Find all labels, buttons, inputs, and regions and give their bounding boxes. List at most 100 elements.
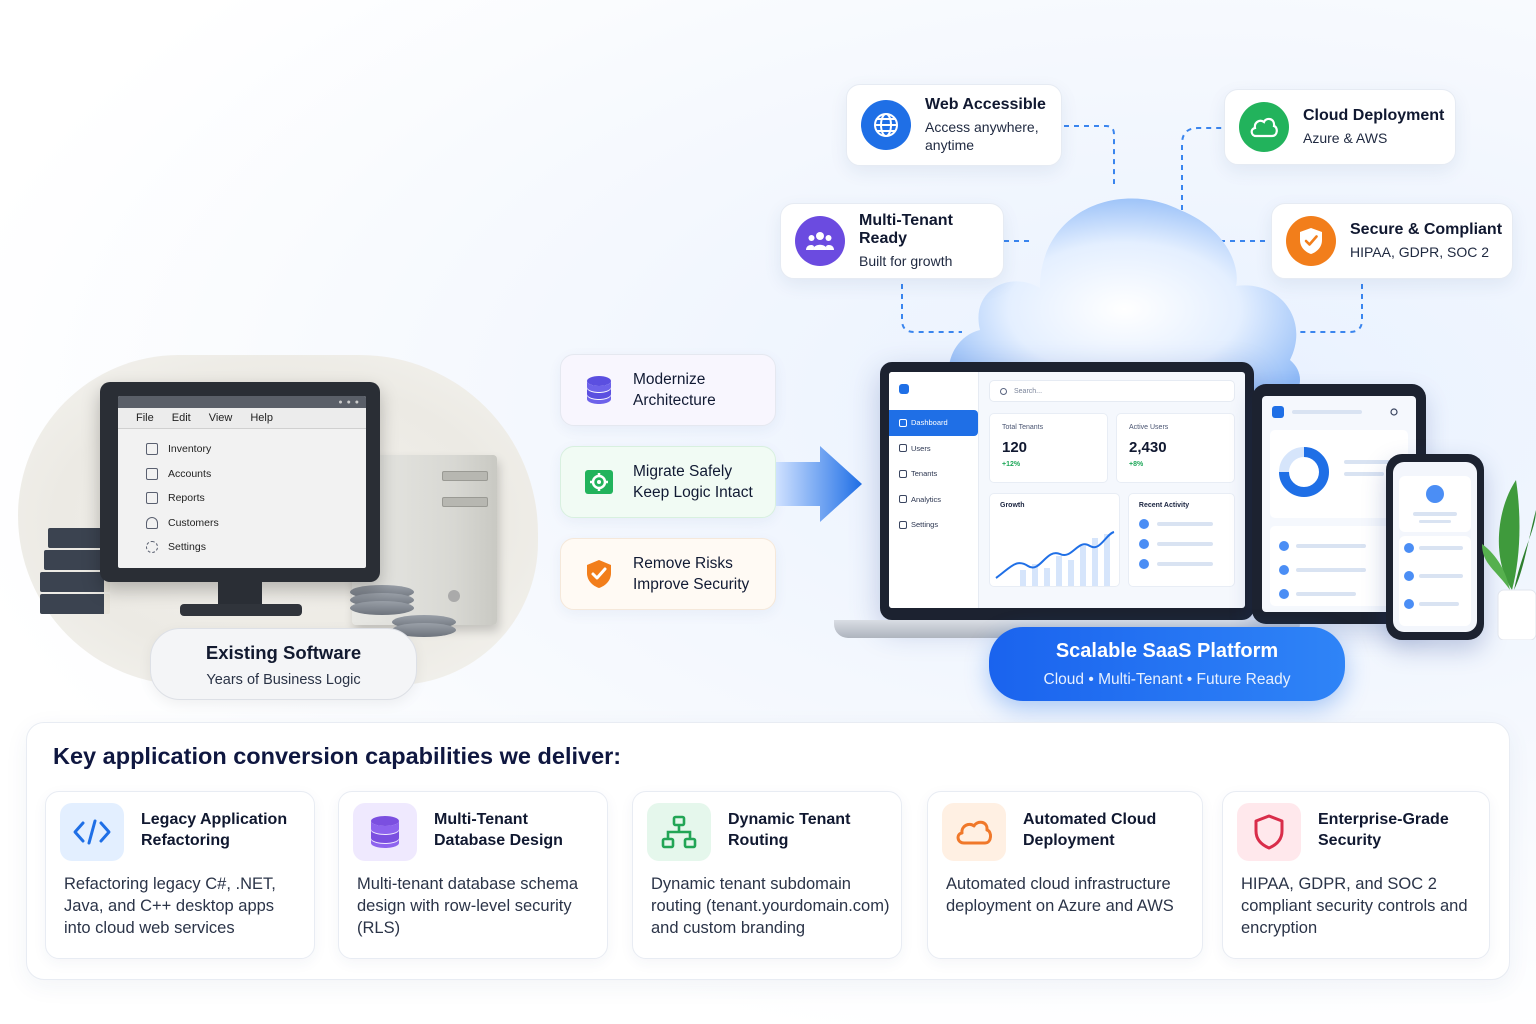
floppy-disks xyxy=(350,585,460,645)
capability-tenant-routing: Dynamic Tenant Routing Dynamic tenant su… xyxy=(632,791,902,959)
capability-db-desc: Multi-tenant database schema design with… xyxy=(357,875,579,937)
dashboard-nav-dashboard[interactable]: Dashboard xyxy=(889,410,978,436)
shield-check-icon xyxy=(587,560,611,588)
legacy-item-customers[interactable]: Customers xyxy=(146,511,366,536)
legacy-nav-list: Inventory Accounts Reports Customers Set… xyxy=(118,429,366,560)
phone-screen xyxy=(1393,462,1477,632)
feature-connectors xyxy=(901,125,1363,333)
gear-box-icon xyxy=(585,470,613,494)
stat-active-users-value: 2,430 xyxy=(1129,439,1167,456)
benefit-remove-risks-line2: Improve Security xyxy=(633,576,750,593)
activity-row xyxy=(1138,559,1234,569)
dashboard-nav-analytics[interactable]: Analytics xyxy=(889,487,978,513)
feature-secure-title: Secure & Compliant xyxy=(1350,221,1503,238)
feature-multi-tenant-title: Multi-Tenant Ready xyxy=(859,212,953,247)
legacy-item-settings[interactable]: Settings xyxy=(146,535,366,560)
existing-software-title: Existing Software xyxy=(205,642,362,663)
transition-arrow-icon xyxy=(776,446,862,522)
menu-help[interactable]: Help xyxy=(250,412,273,424)
feature-web-accessible: Web Accessible Access anywhere, anytime xyxy=(846,84,1062,166)
stat-total-tenants: Total Tenants 120 +12% xyxy=(989,413,1108,483)
capability-cloud-desc: Automated cloud infrastructure deploymen… xyxy=(946,875,1174,915)
legacy-item-reports[interactable]: Reports xyxy=(146,486,366,511)
saas-platform-title: Scalable SaaS Platform xyxy=(1055,640,1279,662)
legacy-monitor: ● ● ● File Edit View Help Inventory Acco… xyxy=(100,382,380,582)
cloud-icon xyxy=(948,198,1301,400)
activity-row xyxy=(1138,539,1234,549)
feature-multi-tenant-sub: Built for growth xyxy=(859,253,953,269)
capabilities-heading: Key application conversion capabilities … xyxy=(53,743,622,769)
plant-icon xyxy=(1482,480,1536,640)
users-icon xyxy=(795,216,845,266)
menu-view[interactable]: View xyxy=(208,412,233,424)
saas-dashboard: Dashboard Users Tenants Analytics Settin… xyxy=(889,372,1245,608)
recent-activity-panel: Recent Activity xyxy=(1127,493,1235,587)
benefit-migrate-line2: Keep Logic Intact xyxy=(633,484,753,501)
stat-total-tenants-value: 120 xyxy=(1002,439,1028,456)
feature-cloud-sub: Azure & AWS xyxy=(1303,130,1388,146)
dashboard-nav-users[interactable]: Users xyxy=(889,436,978,462)
dashboard-sidebar: Dashboard Users Tenants Analytics Settin… xyxy=(889,372,979,608)
feature-secure-sub: HIPAA, GDPR, SOC 2 xyxy=(1350,244,1489,260)
growth-label: Growth xyxy=(1000,502,1025,509)
capability-cloud-deployment: Automated Cloud Deployment Automated clo… xyxy=(927,791,1203,959)
capability-db-title: Multi-Tenant Database Design xyxy=(434,811,563,849)
stat-total-tenants-change: +12% xyxy=(1002,461,1021,468)
laptop: Dashboard Users Tenants Analytics Settin… xyxy=(880,362,1254,620)
growth-panel: Growth xyxy=(989,493,1120,587)
benefit-remove-risks-line1: Remove Risks xyxy=(633,555,733,572)
benefit-migrate-line1: Migrate Safely xyxy=(633,463,733,480)
chart-icon xyxy=(146,492,158,505)
feature-cloud-deployment: Cloud Deployment Azure & AWS xyxy=(1224,89,1456,165)
dashboard-nav-settings[interactable]: Settings xyxy=(889,512,978,538)
cloud-icon xyxy=(1239,102,1289,152)
recent-activity-label: Recent Activity xyxy=(1138,502,1190,509)
cloud-icon xyxy=(942,803,1006,861)
capability-security: Enterprise-Grade Security HIPAA, GDPR, a… xyxy=(1222,791,1490,959)
person-icon xyxy=(146,516,158,529)
capability-security-title: Enterprise-Grade Security xyxy=(1318,811,1449,849)
app-logo-icon xyxy=(899,384,909,394)
feature-cloud-title: Cloud Deployment xyxy=(1303,107,1445,124)
ledger-icon xyxy=(146,467,158,480)
box-icon xyxy=(146,443,158,456)
capability-cloud-title: Automated Cloud Deployment xyxy=(1023,811,1157,849)
capability-legacy-title: Legacy Application Refactoring xyxy=(141,811,288,849)
capability-legacy-desc: Refactoring legacy C#, .NET, Java, and C… xyxy=(64,875,276,937)
feature-web-sub: Access anywhere, anytime xyxy=(925,119,1039,153)
saas-platform-subtitle: Cloud • Multi-Tenant • Future Ready xyxy=(1043,671,1291,688)
legacy-item-inventory[interactable]: Inventory xyxy=(146,437,366,462)
benefit-modernize-line1: Modernize xyxy=(633,371,706,388)
stat-active-users-change: +8% xyxy=(1129,461,1144,468)
legacy-menu-bar: File Edit View Help xyxy=(118,408,366,429)
monitor-base xyxy=(180,604,302,616)
dashboard-nav-tenants[interactable]: Tenants xyxy=(889,461,978,487)
benefit-migrate: Migrate Safely Keep Logic Intact xyxy=(560,446,776,518)
feature-multi-tenant: Multi-Tenant Ready Built for growth xyxy=(780,203,1004,279)
capability-routing-desc: Dynamic tenant subdomain routing (tenant… xyxy=(651,875,890,937)
stat-total-tenants-label: Total Tenants xyxy=(1002,424,1044,431)
database-icon xyxy=(353,803,417,861)
menu-file[interactable]: File xyxy=(136,412,154,424)
dashboard-search-input[interactable]: Search... xyxy=(989,380,1235,402)
sitemap-icon xyxy=(647,803,711,861)
activity-row xyxy=(1138,519,1234,529)
benefit-modernize-line2: Architecture xyxy=(633,392,716,409)
existing-software-label: Existing Software Years of Business Logi… xyxy=(150,628,417,700)
code-icon xyxy=(60,803,124,861)
stat-active-users-label: Active Users xyxy=(1129,424,1169,431)
legacy-item-accounts[interactable]: Accounts xyxy=(146,462,366,487)
globe-icon xyxy=(861,100,911,150)
phone xyxy=(1386,454,1484,640)
shield-icon xyxy=(1237,803,1301,861)
menu-edit[interactable]: Edit xyxy=(171,412,191,424)
growth-chart xyxy=(995,531,1115,586)
stat-active-users: Active Users 2,430 +8% xyxy=(1116,413,1235,483)
benefit-modernize: Modernize Architecture xyxy=(560,354,776,426)
shield-check-icon xyxy=(1286,216,1336,266)
capability-multi-tenant-db: Multi-Tenant Database Design Multi-tenan… xyxy=(338,791,608,959)
saas-platform-label: Scalable SaaS Platform Cloud • Multi-Ten… xyxy=(989,627,1345,701)
gear-icon xyxy=(146,541,158,554)
feature-secure-compliant: Secure & Compliant HIPAA, GDPR, SOC 2 xyxy=(1271,203,1513,279)
legacy-app-window: ● ● ● File Edit View Help Inventory Acco… xyxy=(118,396,366,568)
